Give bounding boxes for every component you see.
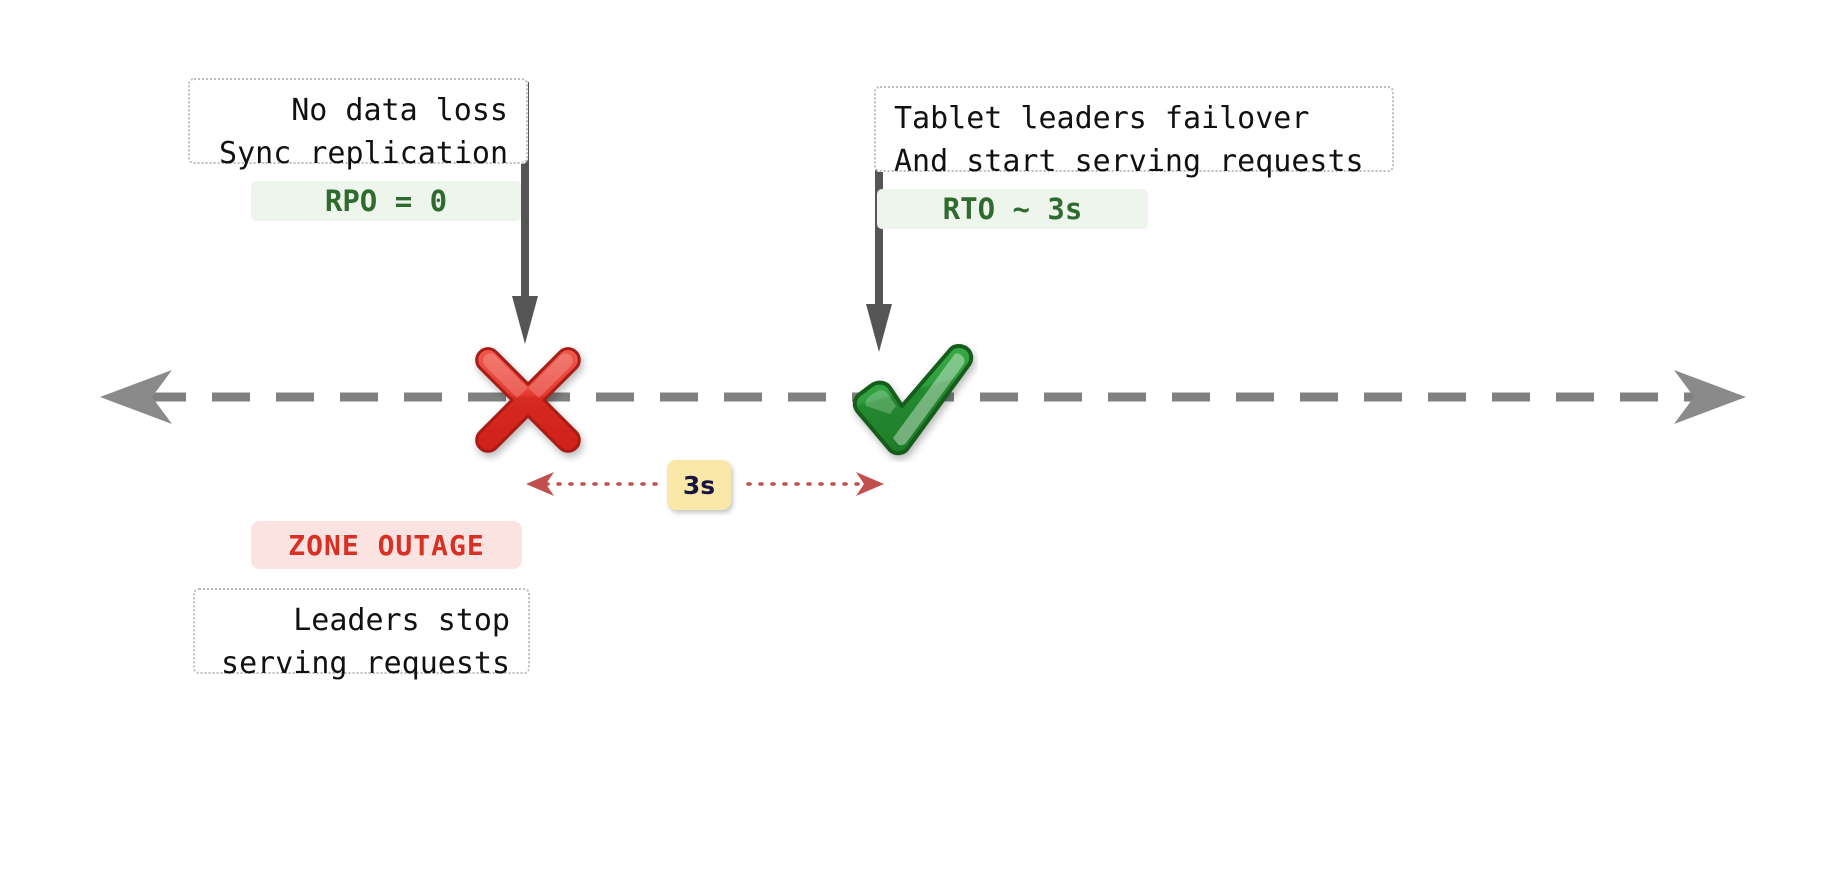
check-mark-icon [852, 343, 974, 456]
note-leaders-stop-serving: Leaders stop serving requests [193, 588, 530, 681]
badge-rto: RTO ~ 3s [877, 189, 1148, 229]
duration-measure-line [526, 472, 884, 496]
note-no-data-loss: No data loss Sync replication [188, 78, 528, 171]
badge-zone-outage: ZONE OUTAGE [251, 521, 522, 569]
note-tablet-leaders-failover: Tablet leaders failover And start servin… [874, 86, 1394, 179]
duration-label-3s: 3s [667, 460, 731, 510]
badge-rpo: RPO = 0 [251, 181, 521, 221]
x-cross-mark-icon [475, 347, 581, 453]
